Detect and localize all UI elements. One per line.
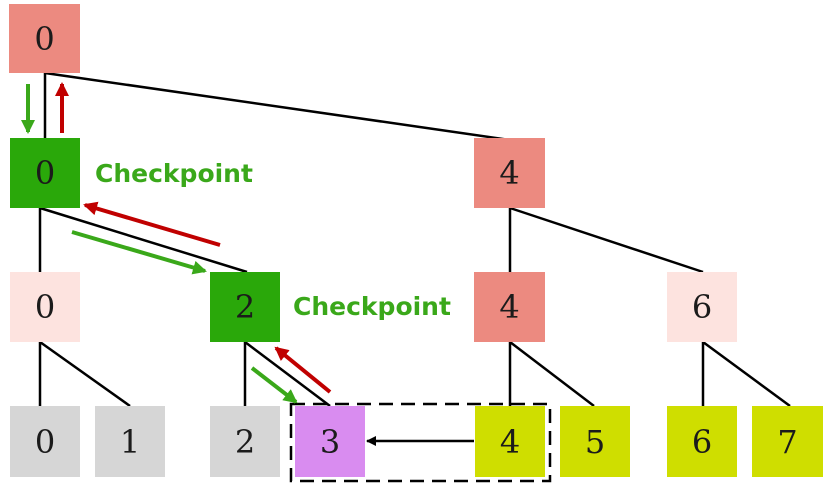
node-label: 0 [34, 288, 56, 326]
node-label: 6 [691, 422, 713, 461]
node-label: 4 [499, 154, 520, 192]
green-arrow-to-node-3 [250, 366, 298, 404]
tree-node: 4 [474, 138, 545, 208]
tree-node: 0 [10, 272, 80, 342]
node-label: 6 [691, 288, 713, 326]
checkpoint-label: Checkpoint [293, 292, 451, 321]
node-label: 0 [34, 422, 56, 461]
checkpoint-label: Checkpoint [95, 159, 253, 188]
tree-node-checkpoint: 2 [210, 272, 280, 342]
node-label: 0 [34, 154, 56, 192]
tree-node: 0 [9, 4, 80, 73]
node-label: 3 [319, 422, 341, 461]
red-arrow-to-node-2 [274, 346, 332, 394]
node-label: 1 [119, 422, 141, 461]
tree-leaf: 7 [752, 406, 823, 477]
dashed-selection-box [289, 402, 552, 483]
tree-node: 4 [474, 272, 545, 342]
edge [244, 341, 331, 407]
node-label: 4 [499, 288, 520, 326]
tree-leaf: 6 [667, 406, 737, 477]
red-arrow-to-node-0 [83, 201, 221, 247]
node-label: 7 [777, 422, 798, 461]
tree-edges [38, 71, 791, 408]
tree-leaf: 1 [95, 406, 165, 477]
green-arrow-to-node-2 [71, 230, 207, 275]
edge [509, 341, 595, 407]
node-label: 2 [234, 288, 256, 326]
node-label: 0 [34, 19, 55, 58]
edge [702, 340, 791, 408]
tree-leaf: 2 [210, 406, 280, 477]
tree-leaf: 4 [475, 406, 545, 477]
tree-leaf-current: 3 [295, 406, 365, 477]
tree-leaf: 0 [10, 406, 80, 477]
node-label: 2 [234, 422, 256, 461]
tree-node-checkpoint: 0 [10, 138, 80, 208]
node-label: 4 [499, 422, 521, 461]
node-label: 5 [584, 422, 606, 461]
green-arrows [21, 84, 298, 404]
tree-leaf: 5 [560, 406, 630, 477]
edge [44, 71, 511, 142]
tree-node: 6 [667, 272, 737, 342]
edge [39, 340, 131, 408]
red-arrows [55, 82, 332, 394]
edge [509, 206, 704, 274]
edge [39, 206, 248, 274]
